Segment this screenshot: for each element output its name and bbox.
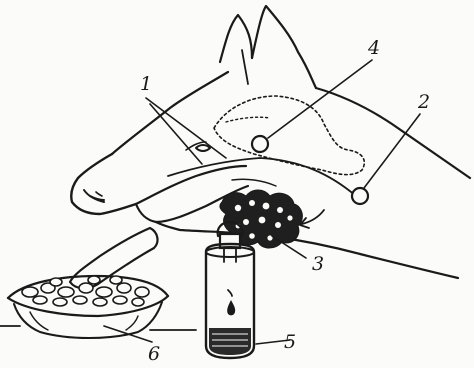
fistula-2-marker bbox=[352, 188, 368, 204]
food-bowl bbox=[0, 276, 196, 338]
label-2: 2 bbox=[417, 91, 430, 113]
label-5: 5 bbox=[284, 331, 296, 353]
label-4: 4 bbox=[367, 37, 380, 59]
label-6: 6 bbox=[148, 343, 160, 365]
label-3: 3 bbox=[312, 253, 324, 275]
label-1: 1 bbox=[140, 73, 152, 95]
fistula-4-marker bbox=[252, 136, 268, 152]
flow-arrow bbox=[302, 210, 324, 224]
